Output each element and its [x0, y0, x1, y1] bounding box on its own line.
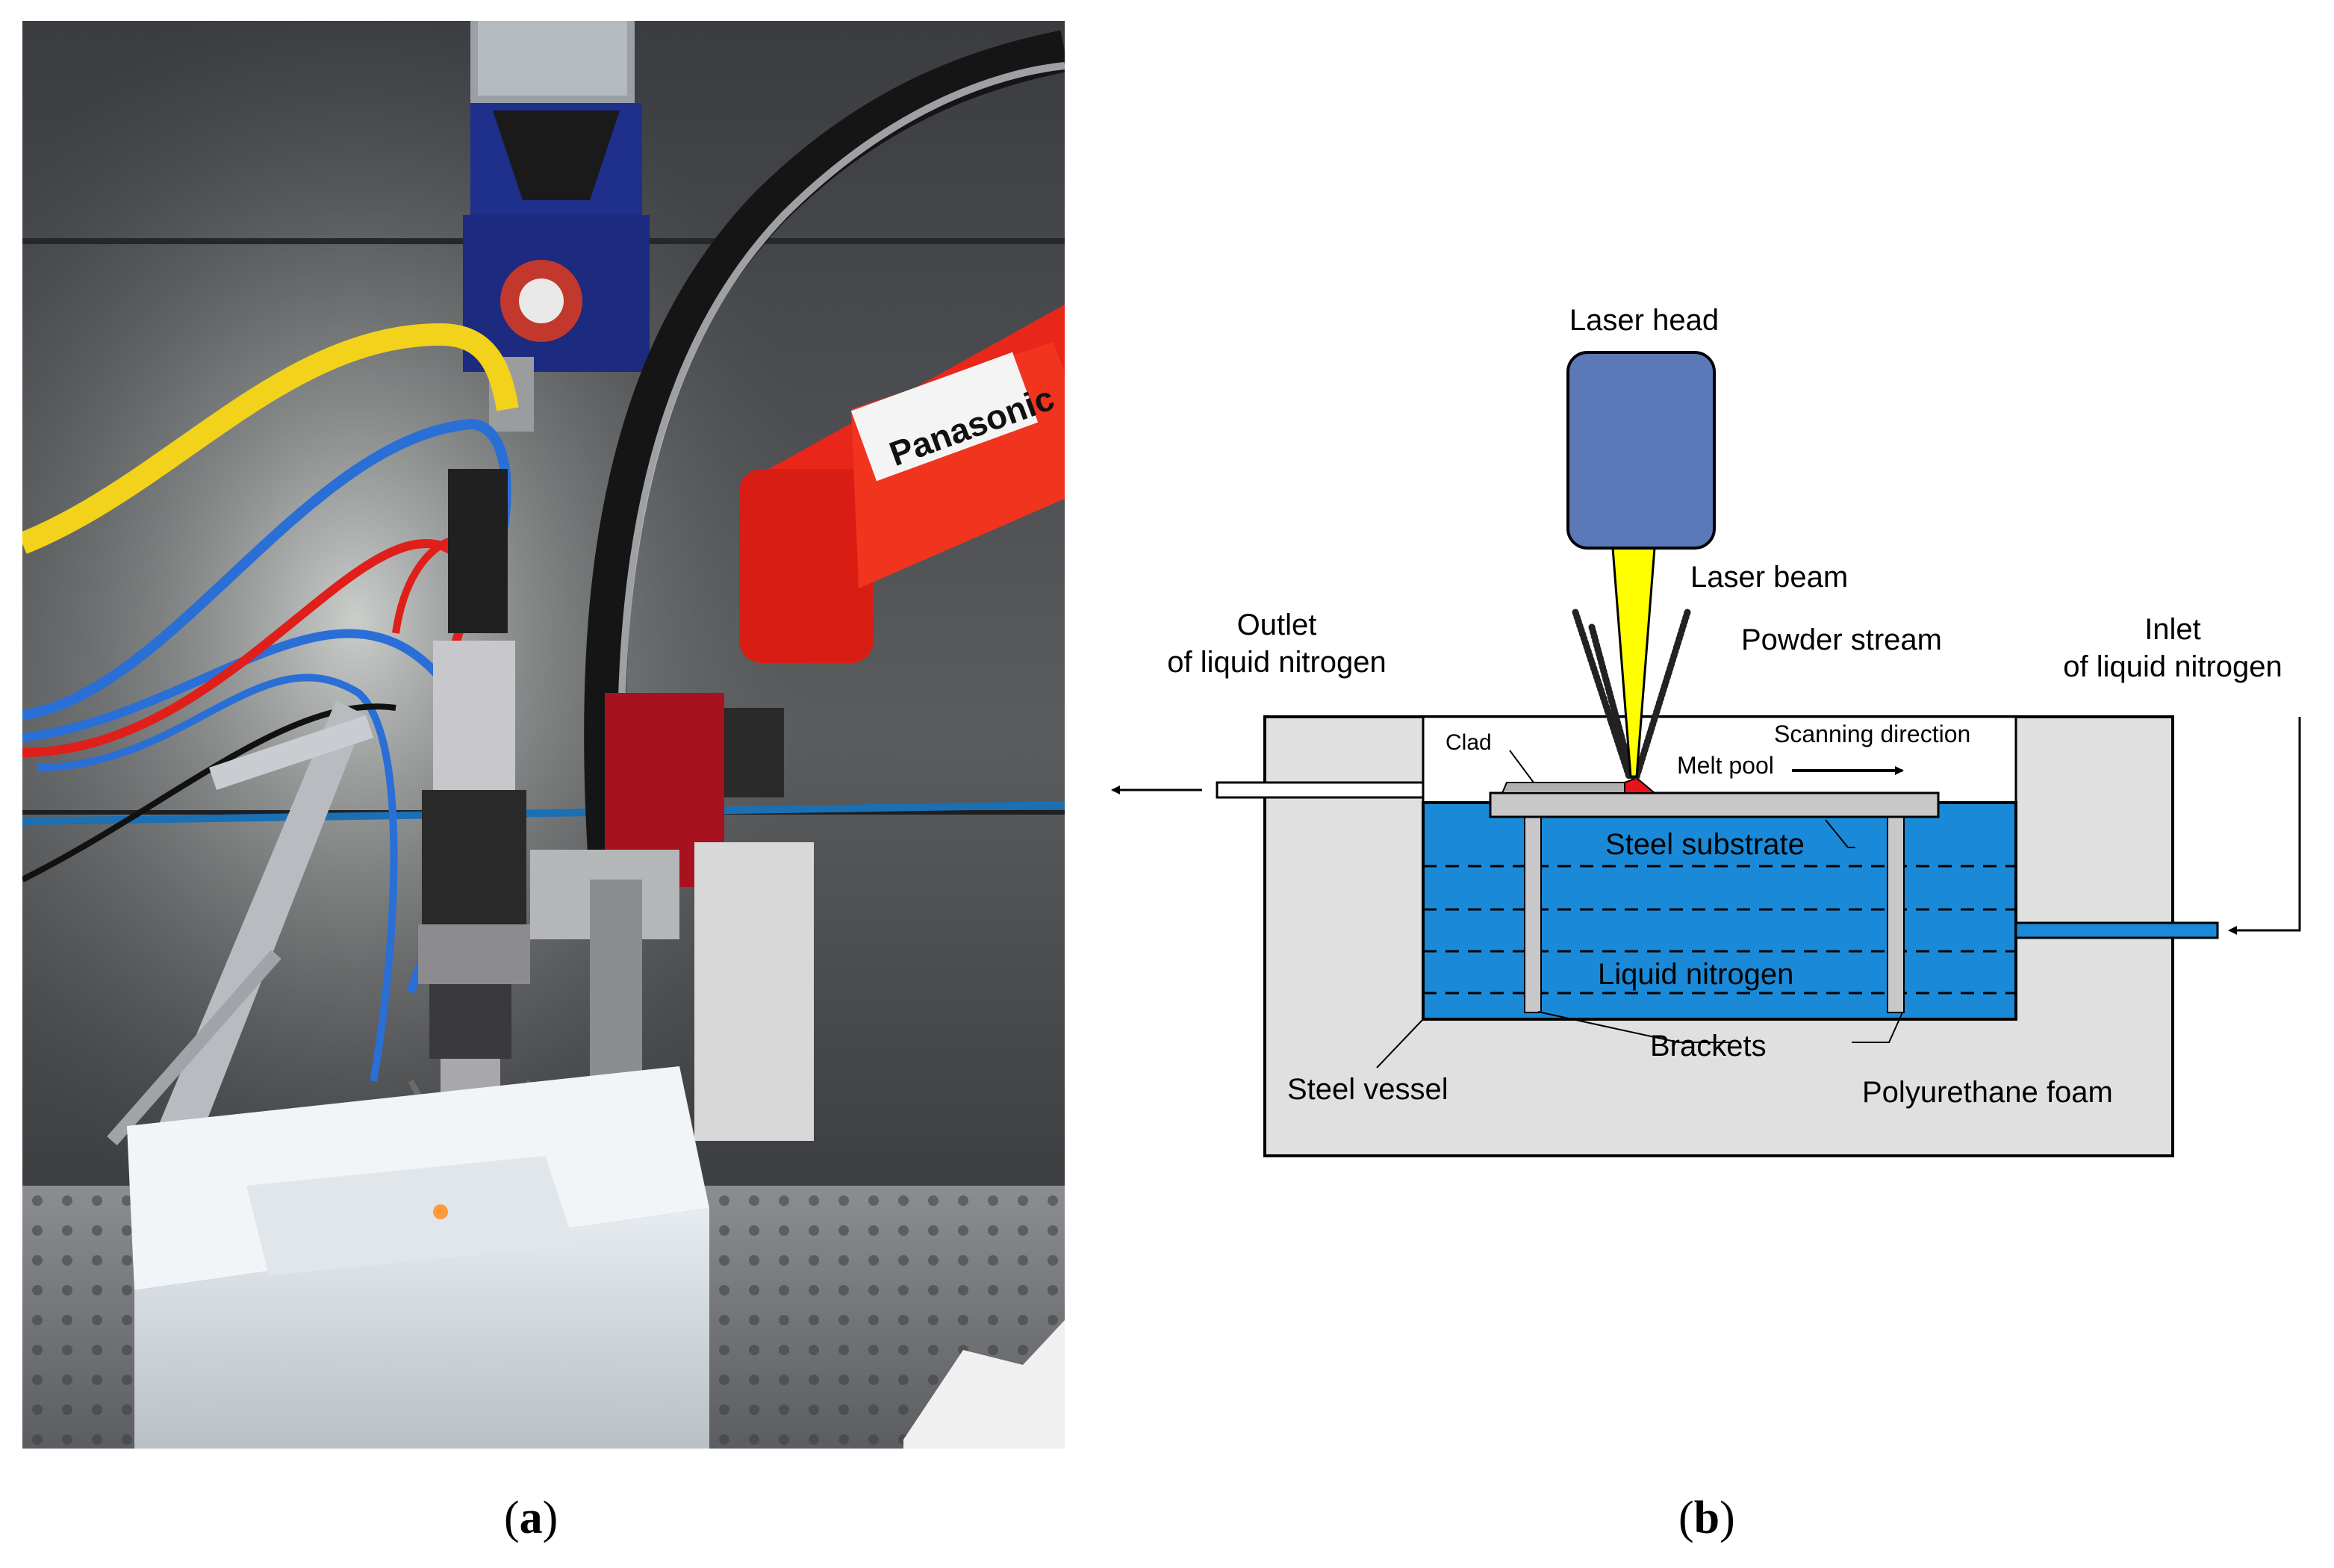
outlet-pipe [1216, 781, 1425, 799]
steel-substrate [1489, 791, 1940, 818]
label-laser-head: Laser head [1569, 304, 1719, 337]
bracket-left [1524, 816, 1542, 1013]
label-laser-beam: Laser beam [1690, 561, 1848, 594]
liquid-nitrogen-bath [1422, 801, 2017, 1021]
panel-label-a: (a) [504, 1493, 558, 1543]
robot-arm: Panasonic [530, 305, 1065, 939]
label-outlet-line2: of liquid nitrogen [1167, 646, 1387, 679]
label-steel-substrate: Steel substrate [1605, 828, 1805, 861]
label-liquid-nitrogen: Liquid nitrogen [1598, 958, 1793, 991]
liquid-level-lines [1423, 865, 2016, 995]
powder-stream [1572, 609, 1691, 780]
label-clad: Clad [1445, 730, 1492, 755]
clad-layer [1501, 782, 1625, 794]
inlet-pipe [2014, 921, 2219, 939]
label-melt-pool: Melt pool [1677, 752, 1774, 779]
label-outlet-line1: Outlet [1237, 609, 1317, 641]
panel-label-b: (b) [1678, 1493, 1735, 1543]
inlet-arrow [2228, 717, 2301, 935]
laser-head [1566, 351, 1716, 550]
insulated-box [127, 1066, 709, 1449]
photo-laser-cladding-setup: Panasonic [22, 21, 1065, 1449]
label-scanning-direction: Scanning direction [1774, 721, 1970, 747]
label-inlet-line1: Inlet [2144, 613, 2201, 646]
label-powder-stream: Powder stream [1741, 623, 1942, 656]
powder-feeder [463, 21, 650, 432]
label-polyurethane-foam: Polyurethane foam [1862, 1076, 2113, 1109]
bracket-right [1887, 816, 1905, 1013]
schematic-diagram: Laser head Laser beam Powder stream Outl… [1075, 0, 2334, 1463]
label-steel-vessel: Steel vessel [1287, 1073, 1448, 1106]
label-brackets: Brackets [1650, 1030, 1767, 1063]
label-inlet-line2: of liquid nitrogen [2063, 650, 2282, 683]
